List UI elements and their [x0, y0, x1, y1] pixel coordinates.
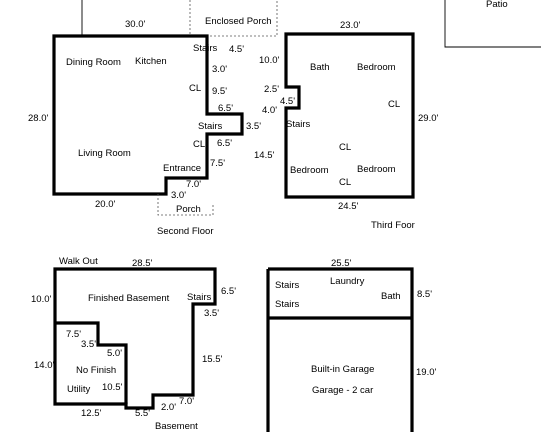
basement-dim-7-0: 7.0' — [179, 396, 194, 407]
basement-dim-10-5: 10.5' — [102, 382, 122, 393]
garage-top-dimension: 25.5' — [331, 258, 351, 269]
basement-caption: Basement — [155, 421, 198, 432]
second-floor-walls — [52, 34, 244, 196]
third-floor-dim-10-0: 10.0' — [259, 55, 279, 66]
garage-level-walls — [266, 267, 414, 432]
third-floor-bath-label: Bath — [310, 62, 330, 73]
third-floor-dim-4-0: 4.0' — [262, 105, 277, 116]
basement-dim-5-5: 5.5' — [135, 408, 150, 419]
third-floor-stairs: Stairs — [286, 119, 311, 130]
second-floor-bottom-dimension: 20.0' — [95, 199, 115, 210]
finished-basement-label: Finished Basement — [88, 293, 170, 304]
porch-outline — [157, 194, 214, 216]
second-floor-closet-a: CL — [189, 83, 201, 94]
basement-dim-3-5: 3.5' — [81, 339, 96, 350]
patio-area: Patio — [444, 0, 541, 48]
second-floor-dim-7-0: 7.0' — [186, 179, 201, 190]
second-floor-dim-6-5-b: 6.5' — [217, 138, 232, 149]
basement-dim-12-5: 12.5' — [81, 408, 101, 419]
garage-bath-label: Bath — [381, 291, 401, 302]
basement-dim-7-5: 7.5' — [66, 329, 81, 340]
garage-stairs-a: Stairs — [275, 280, 300, 291]
basement-dim-6-5: 6.5' — [221, 286, 236, 297]
third-floor-closet-mid: CL — [339, 142, 351, 153]
second-floor-dim-3-0-b: 3.0' — [171, 190, 186, 201]
basement-dim-14-0: 14.0' — [34, 360, 54, 371]
built-in-garage-label: Built-in Garage — [311, 364, 374, 375]
kitchen-label: Kitchen — [135, 56, 167, 67]
third-floor-caption: Third Foor — [371, 220, 415, 231]
enclosed-porch-label: Enclosed Porch — [205, 16, 272, 27]
second-floor-dim-4-5: 4.5' — [229, 44, 244, 55]
laundry-label: Laundry — [330, 276, 365, 287]
garage-dim-8-5: 8.5' — [417, 289, 432, 300]
basement-dim-5-0: 5.0' — [107, 348, 122, 359]
dining-room-label: Dining Room — [66, 57, 121, 68]
third-floor-closet-right: CL — [388, 99, 400, 110]
second-floor-left-dimension: 28.0' — [28, 113, 48, 124]
basement-dim-15-5: 15.5' — [202, 354, 222, 365]
living-room-label: Living Room — [78, 148, 131, 159]
second-floor-dim-9-5: 9.5' — [212, 86, 227, 97]
third-floor-plan: 23.0' 10.0' Bath Bedroom 2.5' 4.5' CL 4.… — [254, 20, 438, 231]
third-floor-top-dimension: 23.0' — [340, 20, 360, 31]
utility-label: Utility — [67, 384, 90, 395]
second-floor-dim-6-5-a: 6.5' — [218, 103, 233, 114]
third-floor-bottom-dimension: 24.5' — [338, 201, 358, 212]
second-floor-dim-3-0: 3.0' — [212, 64, 227, 75]
third-floor-bedroom-right: Bedroom — [357, 164, 396, 175]
second-floor-dim-3-5: 3.5' — [246, 121, 261, 132]
third-floor-dim-14-5: 14.5' — [254, 150, 274, 161]
second-floor-caption: Second Floor — [157, 226, 214, 237]
second-floor-stairs-mid: Stairs — [198, 121, 223, 132]
second-floor-plan: 30.0' Enclosed Porch Stairs 4.5' Dining … — [28, 0, 278, 237]
basement-top-dimension: 28.5' — [132, 258, 152, 269]
garage-right-dimension: 19.0' — [416, 367, 436, 378]
second-floor-closet-b: CL — [193, 139, 205, 150]
second-floor-top-dimension: 30.0' — [125, 19, 145, 30]
basement-dim-3-5-right: 3.5' — [204, 308, 219, 319]
no-finish-label: No Finish — [76, 365, 116, 376]
patio-outline — [444, 0, 541, 48]
third-floor-bedroom-left: Bedroom — [290, 165, 329, 176]
garage-stairs-b: Stairs — [275, 299, 300, 310]
second-floor-dim-7-5: 7.5' — [210, 158, 225, 169]
garage-level-plan: 25.5' Laundry Stairs 8.5' Bath Stairs Bu… — [266, 258, 436, 432]
patio-label: Patio — [486, 0, 508, 10]
basement-dim-2-0: 2.0' — [161, 402, 176, 413]
enclosed-porch-outline — [189, 0, 278, 37]
porch-label: Porch — [176, 204, 201, 215]
third-floor-walls — [284, 32, 415, 199]
third-floor-closet-low: CL — [339, 177, 351, 188]
basement-plan: Walk Out 28.5' 6.5' Stairs Finished Base… — [31, 256, 236, 432]
third-floor-bedroom-top: Bedroom — [357, 62, 396, 73]
third-floor-right-dimension: 29.0' — [418, 113, 438, 124]
utility-room-walls — [55, 321, 128, 404]
third-floor-dim-4-5: 4.5' — [280, 96, 295, 107]
basement-stairs: Stairs — [187, 292, 212, 303]
third-floor-dim-2-5: 2.5' — [264, 84, 279, 95]
second-floor-stairs-top: Stairs — [193, 43, 218, 54]
garage-capacity-label: Garage - 2 car — [312, 385, 373, 396]
entrance-label: Entrance — [163, 163, 201, 174]
walk-out-label: Walk Out — [59, 256, 98, 267]
basement-left-dimension: 10.0' — [31, 294, 51, 305]
basement-walls — [53, 267, 217, 410]
